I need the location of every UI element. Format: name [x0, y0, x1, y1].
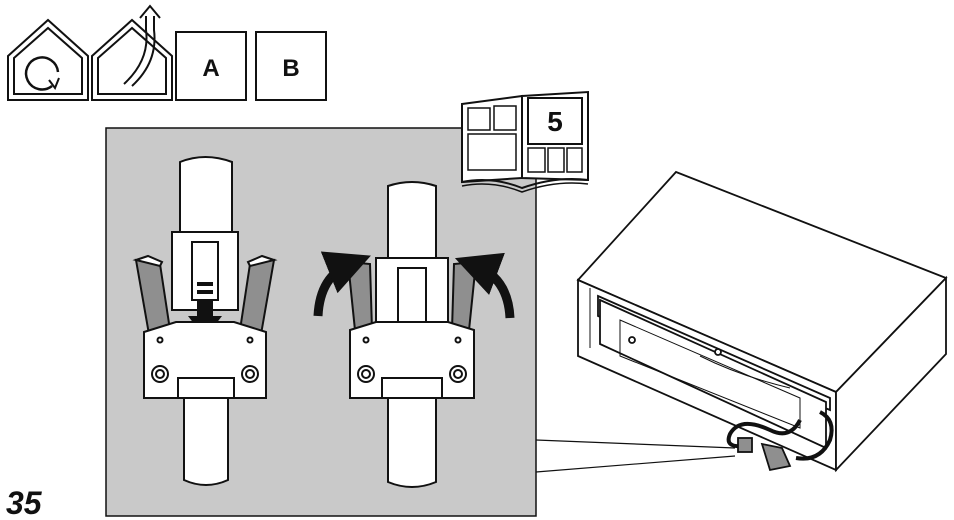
callout-leader-lines [535, 439, 736, 473]
close-clip-arrows [313, 251, 515, 319]
manual-book-icon: 5 [461, 90, 589, 193]
cooker-hood-unit [576, 170, 948, 473]
option-b-label: B [282, 55, 299, 82]
option-b-box: B [255, 31, 327, 101]
connector-view-left [132, 156, 278, 486]
connector-view-right [346, 181, 478, 488]
step-number: 35 [6, 485, 43, 520]
manual-page-number: 5 [547, 106, 563, 137]
detail-panel [105, 127, 537, 517]
option-a-box: A [175, 31, 247, 101]
option-a-label: A [202, 55, 219, 82]
ducted-exhaust-mode-icon [91, 4, 173, 101]
recirculation-mode-icon [7, 18, 89, 101]
